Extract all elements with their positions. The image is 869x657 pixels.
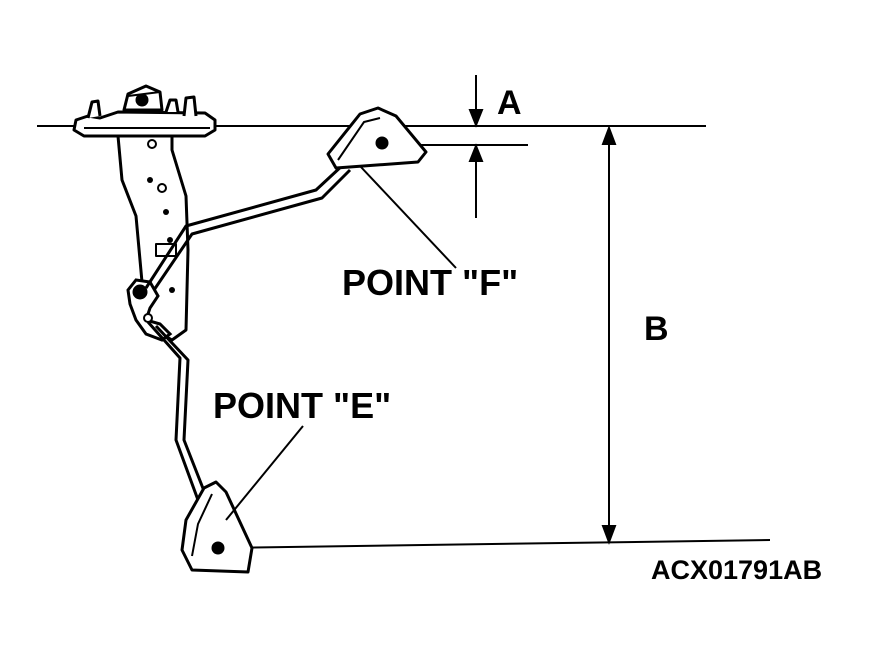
dimension-a-arrows: [468, 75, 484, 218]
pedal-rod-upper: [144, 162, 352, 291]
dimension-b-label: B: [644, 310, 669, 348]
leader-line-f: [359, 165, 457, 269]
bottom-reference-line: [217, 539, 771, 549]
dimension-a-label: A: [497, 84, 522, 122]
dimension-b-arrow: [601, 125, 617, 545]
figure-code-label: ACX01791AB: [651, 555, 823, 585]
point-f-label: POINT "F": [342, 262, 519, 303]
leader-line-e: [225, 425, 304, 521]
mounting-bracket: [72, 84, 217, 138]
point-e-label: POINT "E": [213, 385, 392, 426]
pedal-arm-body: [116, 134, 190, 342]
pedal-pad-f: [326, 106, 428, 170]
pedal-pad-e: [180, 480, 254, 574]
pedal-rod-lower: [146, 321, 208, 501]
